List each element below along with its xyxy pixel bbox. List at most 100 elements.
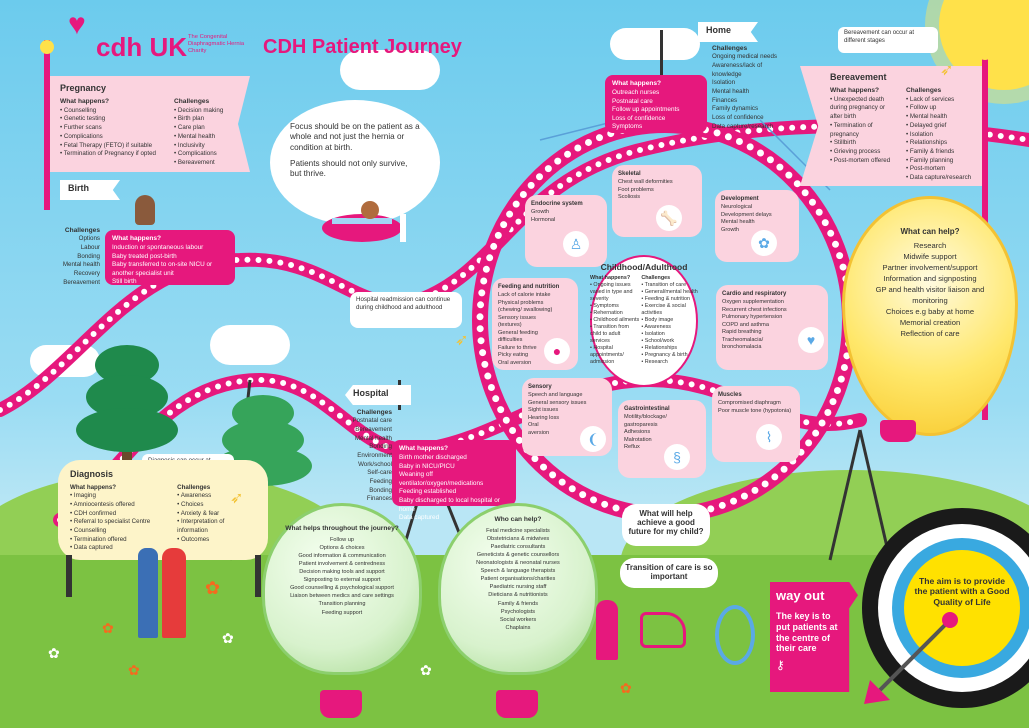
list-item: Tracheomalacia/ bronchomalacia [722, 336, 764, 351]
bereavement-what-label: What happens? [830, 86, 880, 94]
list-item: Finances [712, 96, 738, 104]
list-item: Care plan [174, 124, 223, 133]
bereavement-what-list: Unexpected death during pregnancy or aft… [830, 96, 898, 165]
list-item: Paediatric nursing staff [489, 584, 547, 591]
bereavement-title: Bereavement [830, 72, 887, 82]
list-item: Environment [357, 451, 392, 459]
list-item: • Termination offered [70, 535, 127, 543]
list-item: Feeding established [399, 488, 457, 496]
list-item: Reflection of care [900, 328, 960, 338]
list-item: Awareness/lack of knowledge [712, 61, 763, 78]
list-item: Grieving process [830, 148, 898, 157]
intestine-icon: § [664, 444, 690, 470]
list-item: Good counselling & psychological support [290, 585, 394, 592]
tree [76, 408, 178, 452]
segment-title: Skeletal [618, 171, 641, 177]
who-can-help-text: Who can help? Fetal medicine specialists… [456, 515, 580, 632]
list-item: Fetal Therapy (FETO) if suitable [60, 142, 160, 151]
list-item: • Childhood ailments [590, 317, 640, 324]
birth-what-label: What happens? [112, 235, 162, 242]
list-item: Midwife support [903, 251, 957, 261]
childhood-title: Childhood/Adulthood [600, 262, 688, 272]
bereavement-note: Bereavement can occur at different stage… [838, 27, 938, 53]
home-flag: Home [698, 22, 758, 42]
pregnancy-what-label: What happens? [60, 97, 110, 105]
bereavement-challenges-list: Lack of servicesFollow upMental healthDe… [906, 96, 971, 183]
focus-note-line: Patients should not only survive, but th… [290, 158, 408, 178]
list-item: Research [913, 240, 947, 250]
list-item: Failure to thrive [498, 344, 537, 351]
childhood-challenges-list: • Transition of care• General/mental hea… [641, 282, 698, 366]
list-item: Good information & communication [298, 552, 386, 559]
list-item: Baby transferred to on-site NICU or anot… [112, 261, 213, 277]
list-item: • Exercise & social activities [641, 303, 686, 317]
childhood-what-list: • Ongoing issues varied in type and seve… [590, 282, 639, 366]
list-item: Recurrent chest infections [722, 306, 787, 313]
balloon-who-can-help [438, 503, 598, 675]
list-item: • Counselling [70, 526, 107, 534]
person-figure [596, 600, 618, 660]
list-item: • Isolation [641, 331, 665, 338]
way-out-label: way out [776, 588, 825, 603]
list-item: Further scans [60, 124, 160, 133]
list-item: Mental health [721, 219, 755, 226]
list-item: • Pregnancy & birth [641, 352, 688, 359]
way-out-sign: way out The key is to put patients at th… [770, 582, 858, 692]
diagnosis-what-label: What happens? [70, 483, 117, 491]
list-item: Unexpected death during pregnancy or aft… [830, 96, 898, 122]
list-item: Chest wall deformities [618, 179, 673, 186]
pregnancy-title: Pregnancy [60, 83, 107, 93]
list-item: Relationships [906, 139, 971, 148]
list-item: Options & choices [319, 544, 365, 551]
list-item: Isolation [906, 131, 971, 140]
list-item: Work/school [358, 460, 392, 468]
list-item: Physical problems (chewing/ swallowing) [498, 299, 553, 314]
wheel-segment-cardio: Cardio and respiratory Oxygen supplement… [716, 285, 828, 370]
cloud [610, 28, 700, 60]
list-item: Bonding [369, 443, 392, 451]
flag-pole [660, 30, 663, 90]
list-item: • Hospital appointments/ admission [590, 345, 624, 366]
focus-note-line: Focus should be on the patient as a whol… [290, 122, 420, 152]
balloon-what-can-help [842, 196, 1018, 436]
list-item: • School/work [641, 338, 675, 345]
list-item: Data captured [399, 514, 440, 522]
list-item: • Imaging [70, 492, 96, 500]
list-item: Baby in NICU/PICU [399, 462, 455, 470]
flower-icon: ✿ [102, 620, 114, 636]
list-item: Pulmonary hypertension [722, 314, 783, 321]
list-item: Mental health [62, 261, 100, 269]
list-item: Family dynamics [712, 105, 759, 113]
segment-title: Muscles [718, 392, 742, 398]
list-item: Transition planning [318, 601, 366, 608]
list-item: Sensory issues (textures) [498, 314, 536, 329]
bird-icon: ➶ [455, 332, 469, 349]
pregnancy-challenges-list: Decision makingBirth planCare planMental… [174, 107, 223, 168]
list-item: • Interpretation of information [177, 518, 225, 534]
list-item: Recovery [73, 269, 100, 277]
list-item: Rapid breathing [722, 329, 762, 336]
list-item: COPD and asthma [722, 321, 769, 328]
flower-icon: ✿ [222, 630, 234, 646]
list-item: Post-mortem [906, 165, 971, 174]
list-item: Reflux [624, 444, 640, 451]
list-item: • Research [641, 359, 668, 366]
list-item: • Anxiety & fear [177, 509, 220, 517]
list-item: • Outcomes [177, 535, 210, 543]
list-item: Bereavement [174, 159, 223, 168]
person-figure [138, 548, 158, 638]
heart-logo-icon: ♥ [68, 8, 86, 41]
list-item: • Body image [641, 317, 674, 324]
list-item: Labour [80, 243, 100, 251]
list-item: Oral [528, 422, 539, 429]
transition-bubble: Transition of care is so important [620, 558, 718, 588]
list-item: Compromised diaphragm [718, 400, 781, 407]
journey-helps-text: What helps throughout the journey? Follo… [280, 524, 404, 617]
list-item: Lack of calorie intake [498, 292, 551, 299]
